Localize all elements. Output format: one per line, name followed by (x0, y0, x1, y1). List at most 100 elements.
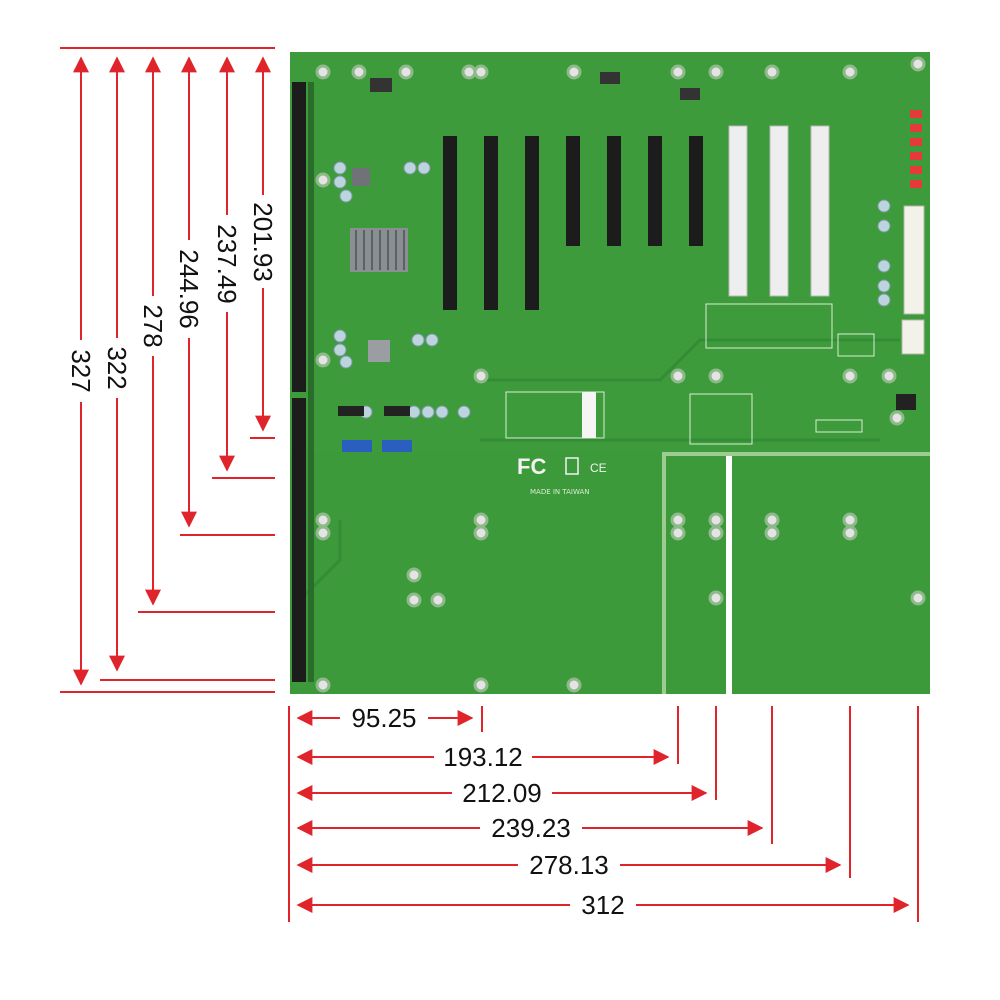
backplane-board: FC CE MADE IN TAIWAN (290, 52, 930, 694)
pcie-slots (443, 136, 703, 310)
chip (352, 168, 370, 186)
mounting-hole (764, 525, 780, 541)
dim-label-312: 312 (581, 890, 624, 920)
mounting-hole (315, 512, 331, 528)
vertical-dimension-labels: 201.93 237.49 244.96 278 322 327 (66, 202, 278, 392)
mounting-hole (315, 677, 331, 693)
capacitors (333, 161, 891, 419)
mounting-hole (406, 567, 422, 583)
pcie-slot (607, 136, 621, 246)
mounting-hole (315, 172, 331, 188)
dim-label-201-93: 201.93 (248, 202, 278, 282)
chip (680, 88, 700, 100)
mounting-hole (708, 525, 724, 541)
board-split-line-2 (726, 455, 732, 694)
pcie-slot (525, 136, 539, 310)
mounting-hole (473, 512, 489, 528)
mounting-hole (430, 592, 446, 608)
atx-power-connector (903, 205, 925, 315)
mounting-hole (461, 64, 477, 80)
status-leds (910, 110, 922, 188)
mounting-hole (708, 64, 724, 80)
mounting-hole (842, 368, 858, 384)
label-sticker (505, 391, 605, 439)
mounting-hole (670, 368, 686, 384)
mounting-hole (473, 677, 489, 693)
dim-label-278-13: 278.13 (529, 850, 609, 880)
mounting-hole (708, 512, 724, 528)
edge-connector-2 (292, 398, 306, 682)
label-sticker (689, 393, 753, 445)
mounting-holes (315, 56, 926, 693)
fcc-logo: FC (517, 454, 546, 479)
pci-slot (810, 125, 830, 297)
mounting-hole (764, 64, 780, 80)
mounting-hole (351, 64, 367, 80)
mounting-hole (315, 352, 331, 368)
horizontal-dimension-labels: 95.25 193.12 212.09 239.23 278.13 312 (351, 703, 624, 920)
mounting-hole (406, 592, 422, 608)
barcode (582, 392, 596, 438)
pin-header (896, 394, 916, 410)
mounting-hole (670, 512, 686, 528)
pin-header (384, 406, 410, 416)
mounting-hole (842, 525, 858, 541)
pcie-slot (443, 136, 457, 310)
ce-mark: CE (590, 461, 607, 475)
mounting-hole (910, 56, 926, 72)
board-split-line-h (662, 452, 930, 456)
chip (368, 340, 390, 362)
mounting-hole (315, 64, 331, 80)
mounting-hole (764, 512, 780, 528)
dim-label-327: 327 (66, 349, 96, 392)
board-trace (480, 338, 900, 382)
mounting-hole (842, 512, 858, 528)
label-sticker (815, 419, 863, 433)
dim-label-237-49: 237.49 (212, 224, 242, 304)
label-sticker (837, 333, 875, 357)
mounting-hole (315, 525, 331, 541)
mounting-hole (473, 525, 489, 541)
mounting-hole (889, 410, 905, 426)
pcie-slot (648, 136, 662, 246)
mounting-hole (398, 64, 414, 80)
mounting-hole (670, 64, 686, 80)
sata-connector (342, 440, 372, 452)
dimension-lines (60, 47, 919, 922)
pci-slots (728, 125, 830, 297)
weee-icon (565, 457, 579, 475)
heatsink-fins (355, 230, 405, 270)
dim-label-95-25: 95.25 (351, 703, 416, 733)
mounting-hole (708, 368, 724, 384)
pcie-slot (566, 136, 580, 246)
mounting-hole (473, 64, 489, 80)
pin-header (338, 406, 364, 416)
pci-slot (769, 125, 789, 297)
mounting-hole (566, 64, 582, 80)
dim-label-239-23: 239.23 (491, 813, 571, 843)
sata-connector (382, 440, 412, 452)
mounting-hole (473, 368, 489, 384)
board-split-line-1 (662, 455, 666, 694)
edge-connector-strip (308, 82, 314, 682)
chip (370, 78, 392, 92)
chip (600, 72, 620, 84)
pcie-slot (484, 136, 498, 310)
aux-power-connector (901, 319, 925, 355)
made-in-label: MADE IN TAIWAN (530, 488, 590, 496)
mounting-hole (566, 677, 582, 693)
dim-label-244-96: 244.96 (174, 249, 204, 329)
dim-label-322: 322 (102, 346, 132, 389)
dim-label-193-12: 193.12 (443, 742, 523, 772)
mounting-hole (881, 368, 897, 384)
pcie-slot (689, 136, 703, 246)
label-table (705, 303, 833, 349)
mounting-hole (842, 64, 858, 80)
mounting-hole (708, 590, 724, 606)
mounting-hole (910, 590, 926, 606)
mounting-hole (670, 525, 686, 541)
dim-label-212-09: 212.09 (462, 778, 542, 808)
pci-slot (728, 125, 748, 297)
dim-label-278: 278 (138, 304, 168, 347)
